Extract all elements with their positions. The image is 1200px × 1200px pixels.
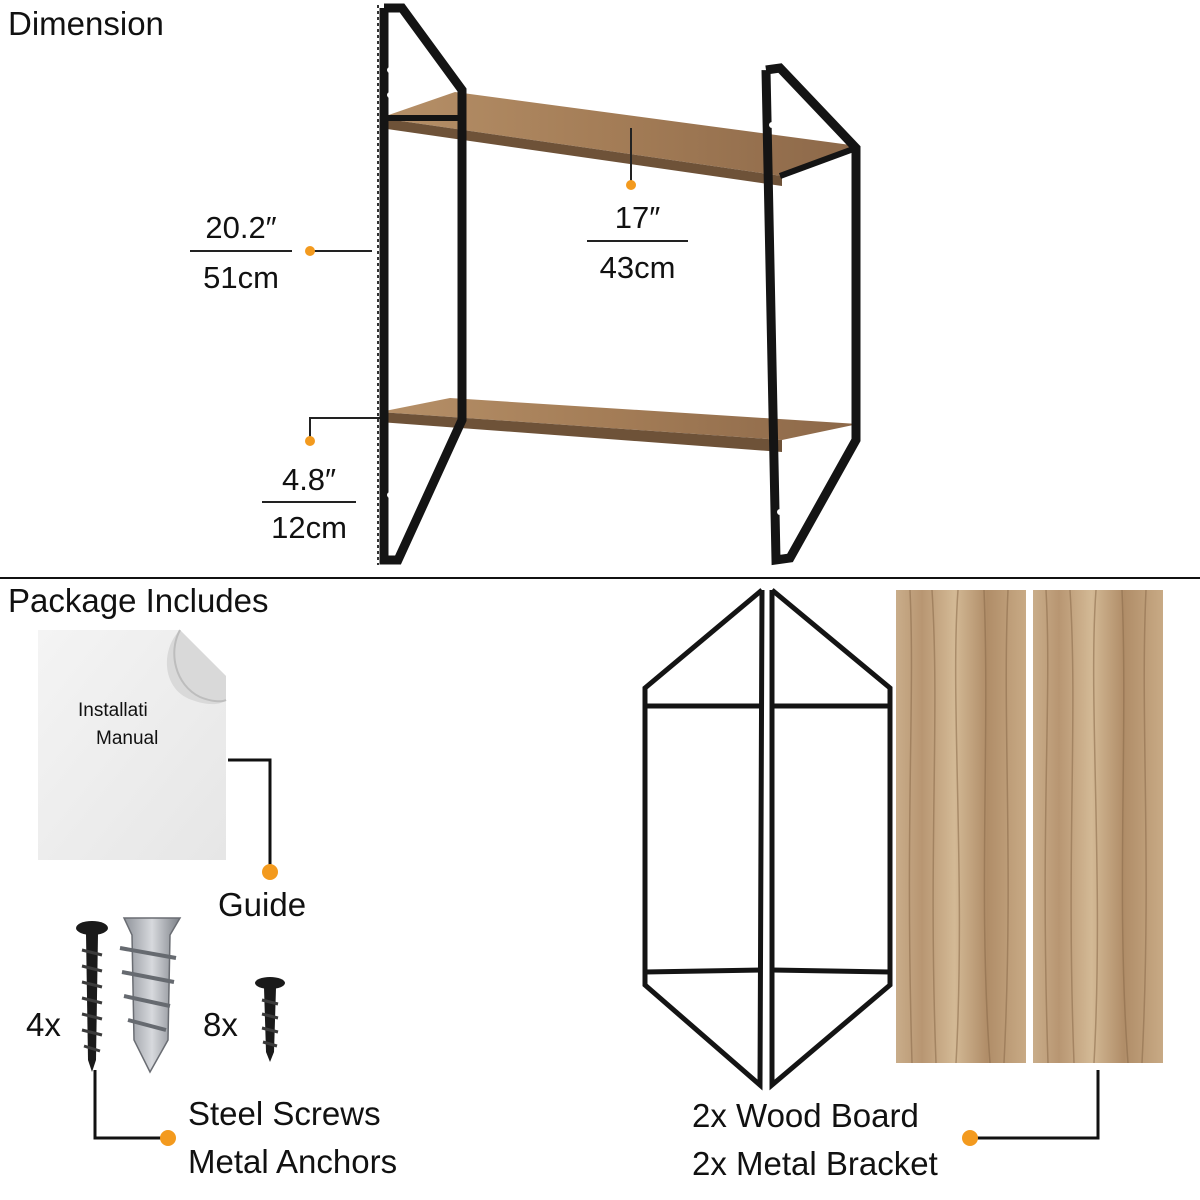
height-inches: 20.2″	[205, 210, 277, 245]
parts-pointer	[962, 1070, 1100, 1146]
manual-page-icon	[38, 629, 227, 860]
wood-board-icon	[896, 589, 1163, 1064]
manual-text-line2: Manual	[96, 728, 159, 749]
parts-label-line1: 2x Wood Board	[692, 1097, 919, 1134]
anchors-quantity: 8x	[203, 1006, 238, 1043]
bracket-icon	[642, 588, 893, 1091]
hardware-label-line2: Metal Anchors	[188, 1143, 398, 1180]
small-screw-icon	[255, 977, 285, 1062]
dimension-title: Dimension	[8, 5, 164, 42]
height-cm: 51cm	[203, 260, 279, 295]
height-dimension-pointer	[190, 246, 372, 256]
anchor-icon	[119, 917, 182, 1074]
package-title: Package Includes	[8, 582, 269, 619]
width-inches: 17″	[614, 200, 661, 235]
hardware-pointer	[93, 1070, 176, 1146]
width-dimension-pointer	[587, 128, 688, 242]
depth-dimension-pointer	[262, 417, 380, 503]
guide-label: Guide	[218, 886, 307, 923]
manual-text-line1: Installati	[78, 700, 148, 721]
shelf-illustration	[377, 3, 861, 566]
hardware-label-line1: Steel Screws	[188, 1095, 381, 1132]
depth-cm: 12cm	[271, 510, 347, 545]
depth-inches: 4.8″	[281, 462, 337, 497]
width-cm: 43cm	[599, 250, 676, 285]
screws-quantity: 4x	[26, 1006, 61, 1043]
parts-label-line2: 2x Metal Bracket	[692, 1145, 938, 1182]
guide-pointer	[228, 758, 278, 880]
screw-icon	[76, 921, 108, 1072]
